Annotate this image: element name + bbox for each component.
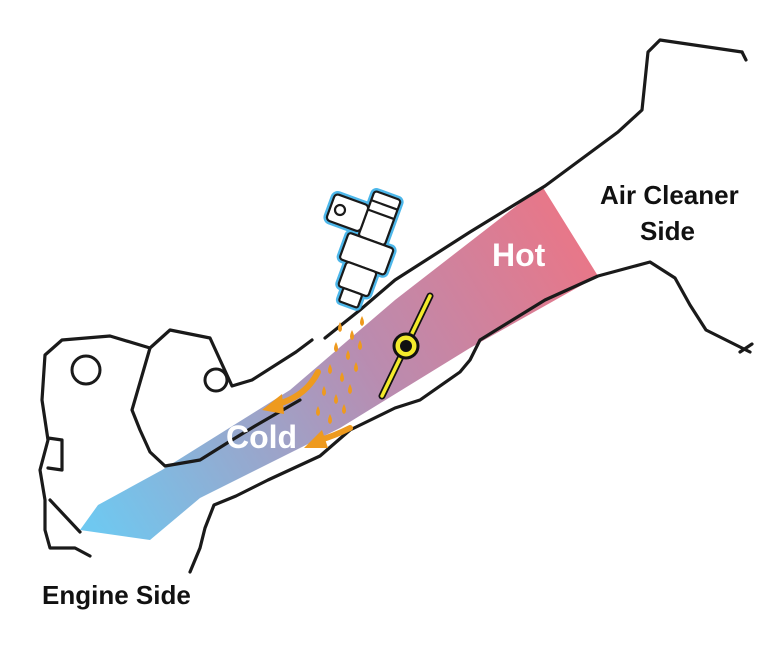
intake-outline-upper [323, 38, 744, 340]
fuel-flow-arrow-lower [304, 425, 353, 448]
throttle-valve-icon [378, 292, 434, 400]
fuel-spray [316, 316, 364, 424]
bolt-hole-right [203, 367, 229, 393]
hot-label: Hot [492, 237, 546, 273]
air-flow-channel [80, 186, 598, 540]
engine-side-label: Engine Side [42, 580, 191, 610]
intake-outline-lower [188, 260, 752, 574]
air-cleaner-side-label-line1: Air Cleaner [600, 180, 739, 210]
fuel-flow-arrow-upper [262, 369, 321, 414]
air-cleaner-side-label-line2: Side [640, 216, 695, 246]
intake-outline-top-edge [738, 50, 754, 354]
engine-flange-edge [46, 436, 82, 534]
engine-flange-outline [38, 328, 314, 558]
fuel-injector-icon [323, 188, 404, 311]
engine-flange-detail [130, 346, 302, 468]
cold-label: Cold [226, 419, 297, 455]
bolt-hole-left [70, 354, 102, 386]
